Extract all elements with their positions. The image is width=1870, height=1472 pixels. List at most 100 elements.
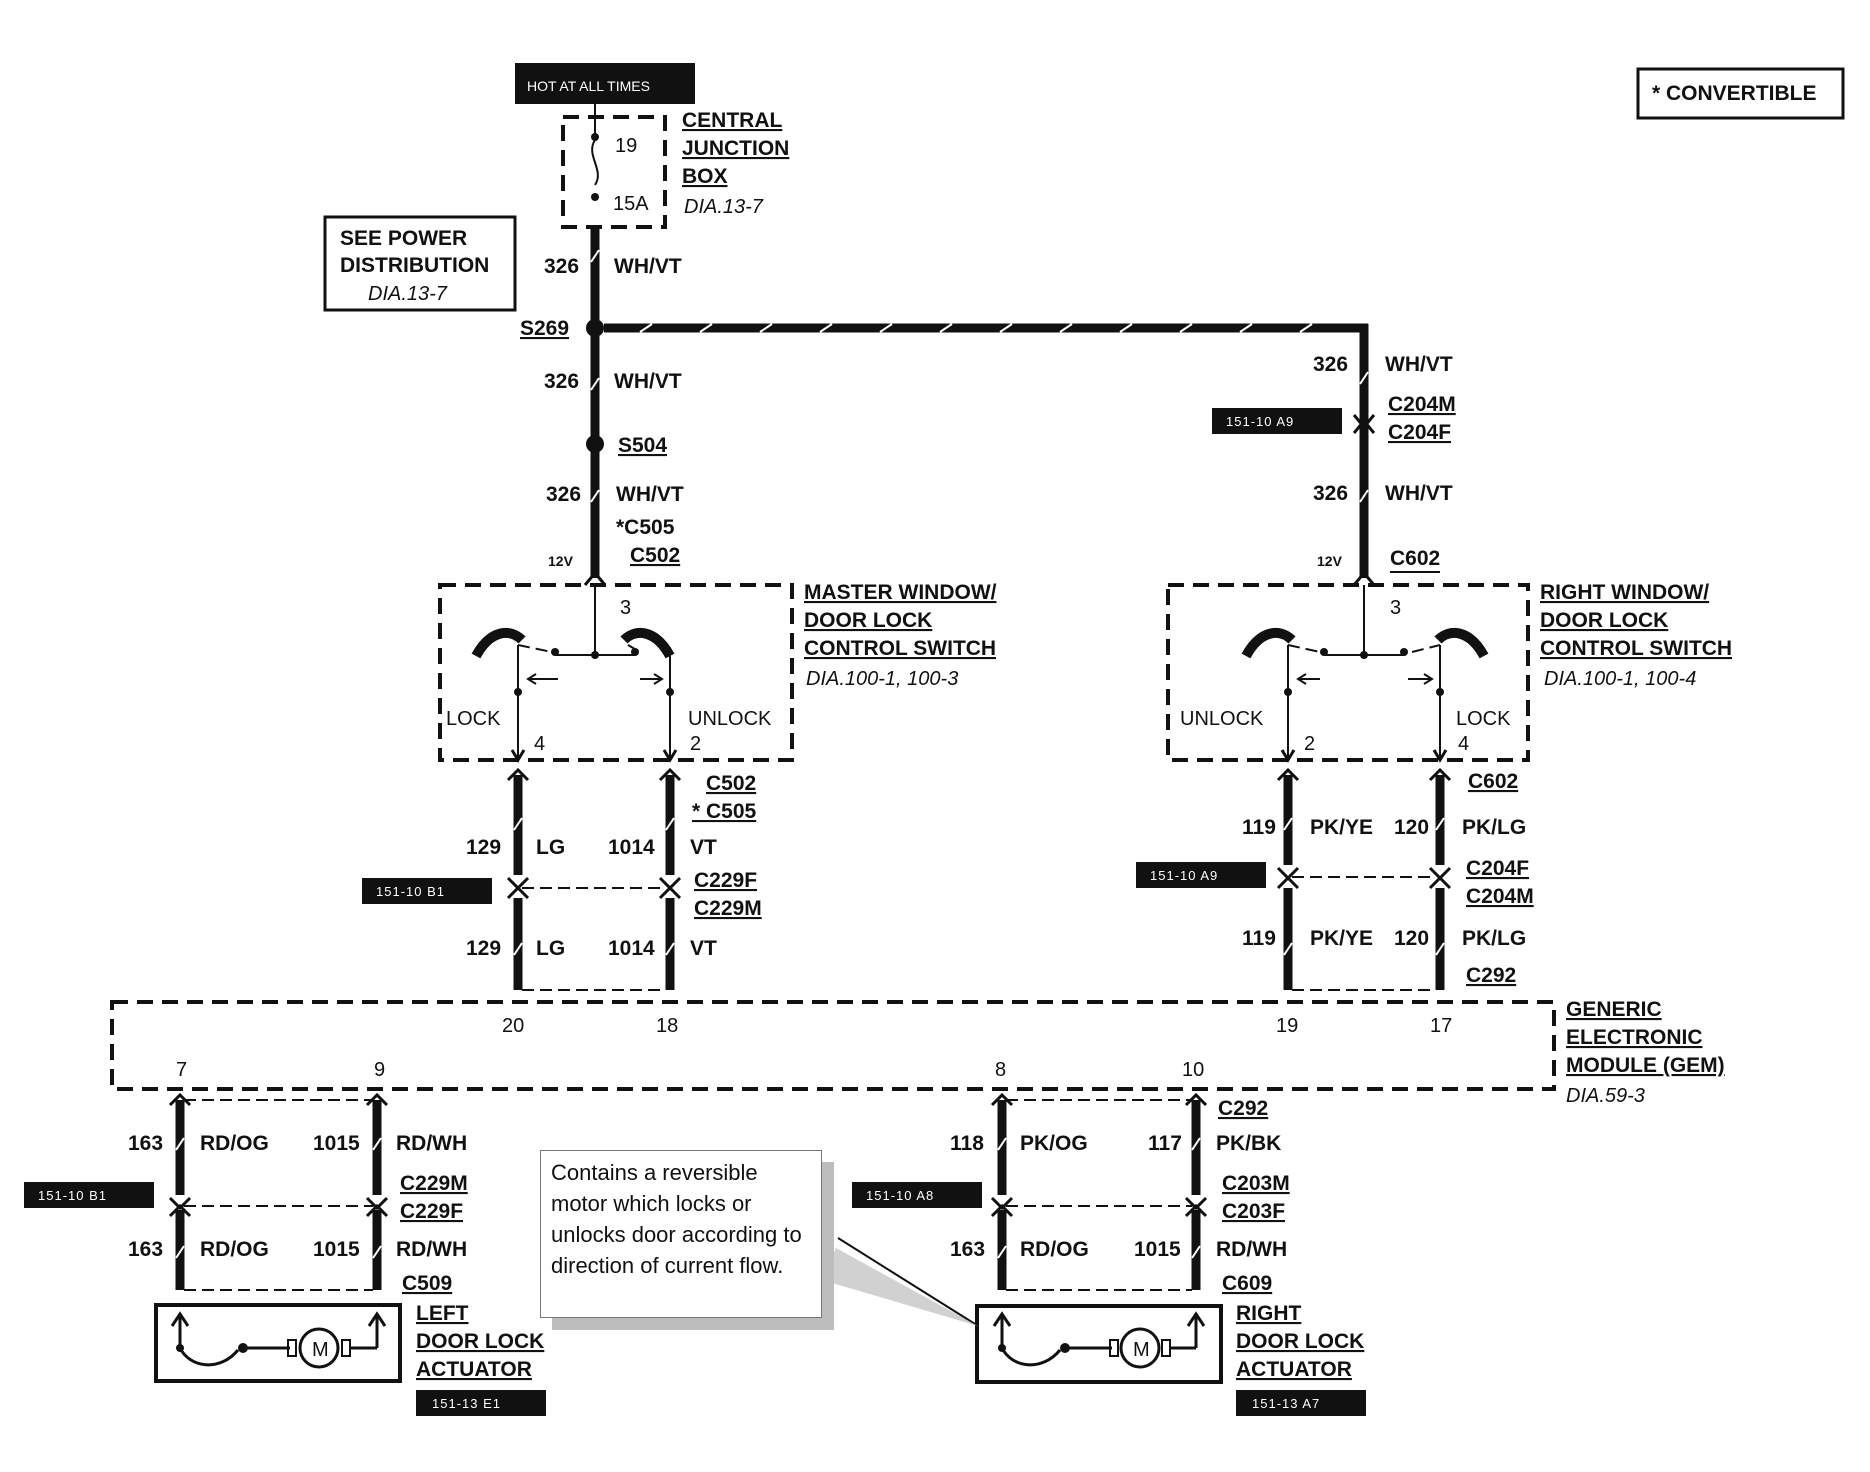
rmid-circuit-2a: 120 [1394, 816, 1429, 839]
master-unlock-lever-icon [620, 628, 675, 659]
rmid-circuit-1b: 119 [1242, 927, 1276, 950]
gem-pin-10: 10 [1182, 1059, 1204, 1081]
tag-t5 [852, 1182, 982, 1208]
legend-box [1636, 67, 1845, 120]
hot-label: HOT AT ALL TIMES [527, 78, 650, 94]
lower-left-wires [168, 1092, 389, 1291]
ll-circuit-1a: 163 [128, 1132, 163, 1155]
gem-pin-7: 7 [176, 1059, 187, 1081]
lr-color-2a: PK/BK [1216, 1132, 1281, 1155]
cjb-title-2: JUNCTION [682, 137, 789, 160]
wire-label-326-b: 326 [544, 370, 579, 393]
connector-c229m-left: C229M [694, 897, 762, 920]
lr-color-1b: RD/OG [1020, 1238, 1089, 1261]
master-lock-lever-icon [471, 628, 526, 659]
gem-title-2: ELECTRONIC [1566, 1026, 1703, 1049]
lmid-circuit-2b: 1014 [608, 937, 655, 960]
connector-c509: C509 [402, 1272, 452, 1295]
ll-circuit-1b: 163 [128, 1238, 163, 1261]
master-title-1: MASTER WINDOW/ [804, 581, 997, 604]
right-middle-wires [1276, 767, 1452, 991]
gem-ref: DIA.59-3 [1566, 1085, 1645, 1107]
master-title-2: DOOR LOCK [804, 609, 932, 632]
connector-c292-mid: C292 [1466, 964, 1516, 987]
lmid-color-1a: LG [536, 836, 565, 859]
right-actuator-1: RIGHT [1236, 1302, 1302, 1325]
fuse-amperage: 15A [613, 193, 649, 215]
cjb-title-1: CENTRAL [682, 109, 782, 132]
tag-t2 [362, 878, 492, 904]
right-actuator-2: DOOR LOCK [1236, 1330, 1364, 1353]
right-actuator-box [975, 1304, 1223, 1384]
master-unlock-label: UNLOCK [688, 708, 772, 730]
svg-text:151-10 A9: 151-10 A9 [1150, 868, 1218, 883]
wire-label-326-c: 326 [546, 483, 581, 506]
wire-label-326-e: 326 [1313, 482, 1348, 505]
note-callout-line [837, 1237, 976, 1325]
connector-c229f-low: C229F [400, 1200, 463, 1223]
left-middle-wires [506, 767, 682, 991]
master-title-3: CONTROL SWITCH [804, 637, 996, 660]
master-pin-4: 4 [534, 733, 545, 755]
master-ref: DIA.100-1, 100-3 [806, 668, 958, 690]
connector-c204f-mid: C204F [1466, 857, 1529, 880]
gem-pin-8: 8 [995, 1059, 1006, 1081]
fuse-icon [591, 139, 599, 186]
connector-c204f-top: C204F [1388, 421, 1451, 444]
gem-title-3: MODULE (GEM) [1566, 1054, 1725, 1077]
ll-color-1a: RD/OG [200, 1132, 269, 1155]
svg-text:151-10 A8: 151-10 A8 [866, 1188, 934, 1203]
hot-label-box [515, 63, 695, 104]
right-title-2: DOOR LOCK [1540, 609, 1668, 632]
lr-color-2b: RD/WH [1216, 1238, 1287, 1261]
splice-s504 [586, 435, 604, 453]
right-pin-2: 2 [1304, 733, 1315, 755]
splice-s269 [586, 319, 604, 337]
rmid-color-1a: PK/YE [1310, 816, 1373, 839]
connector-c602-mid: C602 [1468, 770, 1518, 793]
lmid-color-2a: VT [690, 836, 717, 859]
connector-c502-top: C502 [630, 544, 680, 567]
left-actuator-1: LEFT [416, 1302, 469, 1325]
connector-arrow [583, 570, 607, 586]
ll-circuit-2a: 1015 [313, 1132, 360, 1155]
tag-t7 [1236, 1390, 1366, 1416]
tag-t3 [1136, 862, 1266, 888]
connector-c203m: C203M [1222, 1172, 1290, 1195]
wire-color-whvt-b: WH/VT [614, 370, 682, 393]
lr-circuit-1a: 118 [950, 1132, 984, 1155]
master-switch-box [438, 583, 794, 762]
ll-color-2b: RD/WH [396, 1238, 467, 1261]
right-unlock-lever-icon [1241, 628, 1296, 659]
connector-c204m-top: C204M [1388, 393, 1456, 416]
fuse-number: 19 [615, 135, 637, 157]
voltage-right: 12V [1317, 553, 1343, 569]
lmid-circuit-1b: 129 [466, 937, 501, 960]
lr-circuit-2a: 117 [1148, 1132, 1182, 1155]
connector-c203f: C203F [1222, 1200, 1285, 1223]
lmid-circuit-2a: 1014 [608, 836, 655, 859]
svg-text:151-13 A7: 151-13 A7 [1252, 1396, 1320, 1411]
right-unlock-label: UNLOCK [1180, 708, 1264, 730]
connector-c204m-mid: C204M [1466, 885, 1534, 908]
right-motor-label: M [1133, 1339, 1150, 1361]
lr-circuit-1b: 163 [950, 1238, 985, 1261]
wire-color-whvt-c: WH/VT [616, 483, 684, 506]
rmid-color-2a: PK/LG [1462, 816, 1526, 839]
svg-text:151-10 B1: 151-10 B1 [38, 1188, 107, 1203]
gem-pin-19: 19 [1276, 1015, 1298, 1037]
wire-label-326-d: 326 [1313, 353, 1348, 376]
lr-circuit-2b: 1015 [1134, 1238, 1181, 1261]
left-actuator-3: ACTUATOR [416, 1358, 532, 1381]
power-dist-1: SEE POWER [340, 227, 467, 250]
svg-text:151-10 B1: 151-10 B1 [376, 884, 445, 899]
cjb-title-3: BOX [682, 165, 728, 188]
right-title-3: CONTROL SWITCH [1540, 637, 1732, 660]
rmid-circuit-1a: 119 [1242, 816, 1276, 839]
right-pin-3: 3 [1390, 597, 1401, 619]
connector-c502-mid: C502 [706, 772, 756, 795]
left-actuator-box [154, 1303, 402, 1383]
master-pin-3: 3 [620, 597, 631, 619]
actuator-note: Contains a reversible motor which locks … [540, 1150, 822, 1318]
